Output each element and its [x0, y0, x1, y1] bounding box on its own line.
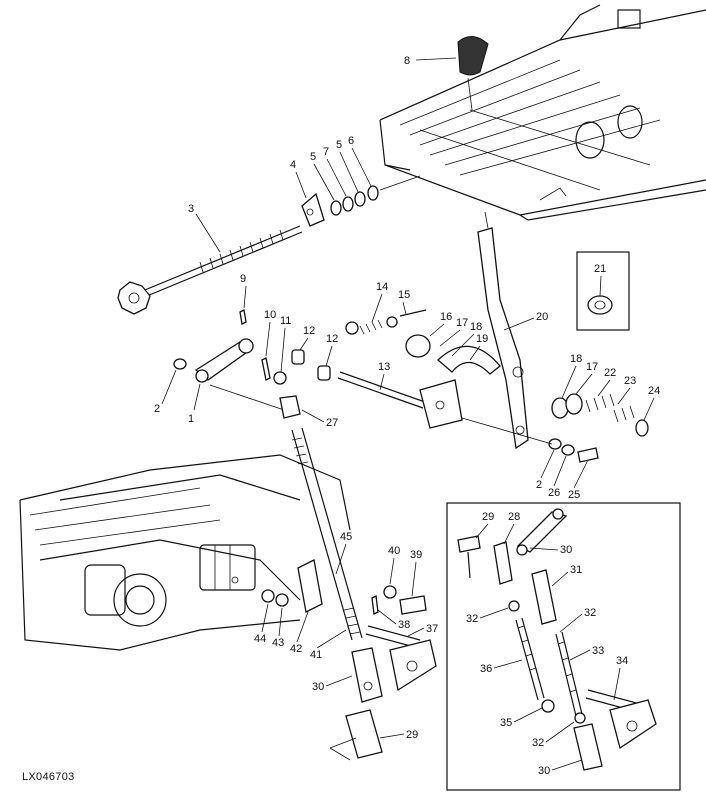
- callout-12a: 12: [303, 325, 315, 337]
- callout-12b: 12: [326, 333, 338, 345]
- callout-labels: 8 4 5 7 5 6 3 9 10 11 12 12 14 15 16 17 …: [154, 55, 660, 777]
- callout-41: 41: [310, 649, 322, 661]
- callout-38: 38: [398, 619, 410, 631]
- callout-25: 25: [568, 489, 580, 501]
- callout-40: 40: [388, 545, 400, 557]
- callout-13: 13: [378, 361, 390, 373]
- part-3-threaded-rod: [117, 225, 303, 315]
- callout-19: 19: [476, 333, 488, 345]
- parts-13-19-shaft: [337, 309, 501, 429]
- callout-17b: 17: [586, 361, 598, 373]
- callout-45: 45: [340, 531, 352, 543]
- callout-24: 24: [648, 385, 660, 397]
- callout-30b: 30: [560, 544, 572, 556]
- callout-16: 16: [440, 311, 452, 323]
- parts-29-44-lower: [261, 559, 437, 761]
- callout-28: 28: [508, 511, 520, 523]
- part-8-knob: [457, 36, 489, 111]
- parts-4-7-washers: [301, 175, 421, 227]
- callout-18b: 18: [570, 353, 582, 365]
- callout-30a: 30: [312, 681, 324, 693]
- callout-15: 15: [398, 289, 410, 301]
- part-20-lever: [477, 211, 529, 450]
- callout-32a: 32: [466, 613, 478, 625]
- callout-39: 39: [410, 549, 422, 561]
- callout-29b: 29: [482, 511, 494, 523]
- callout-3: 3: [188, 203, 194, 215]
- callout-37: 37: [426, 623, 438, 635]
- callout-2a: 2: [154, 403, 160, 415]
- callout-43: 43: [272, 637, 284, 649]
- part-27-45-rod: [279, 395, 363, 641]
- callout-6: 6: [348, 135, 354, 147]
- callout-21: 21: [594, 263, 606, 275]
- callout-5a: 5: [310, 151, 316, 163]
- figure-id: LX046703: [22, 771, 75, 783]
- callout-22: 22: [604, 367, 616, 379]
- callout-17a: 17: [456, 317, 468, 329]
- callout-33: 33: [592, 645, 604, 657]
- callout-36: 36: [480, 663, 492, 675]
- callout-30c: 30: [538, 765, 550, 777]
- callout-42: 42: [290, 643, 302, 655]
- callout-11: 11: [280, 315, 291, 327]
- callout-26: 26: [548, 487, 560, 499]
- callout-4: 4: [290, 159, 296, 171]
- parts-1-12-linkage: [173, 309, 331, 413]
- callout-9: 9: [240, 273, 246, 285]
- parts-17-26-stack: [461, 393, 649, 463]
- callout-34: 34: [616, 655, 628, 667]
- part-21-inset: [576, 251, 630, 331]
- callout-1: 1: [188, 413, 194, 425]
- seat-platform: [379, 4, 706, 221]
- callout-35: 35: [500, 717, 512, 729]
- callout-32b: 32: [584, 607, 596, 619]
- callout-8: 8: [404, 55, 410, 67]
- callout-31: 31: [570, 564, 582, 576]
- callout-5b: 5: [336, 139, 342, 151]
- callout-18a: 18: [470, 321, 482, 333]
- callout-10: 10: [264, 309, 276, 321]
- callout-2b: 2: [536, 479, 542, 491]
- callout-27: 27: [326, 417, 338, 429]
- callout-20: 20: [536, 311, 548, 323]
- callout-23: 23: [624, 375, 636, 387]
- callout-44: 44: [254, 633, 266, 645]
- callout-32c: 32: [532, 737, 544, 749]
- callout-14: 14: [376, 281, 388, 293]
- callout-7: 7: [323, 146, 329, 158]
- callout-29a: 29: [406, 729, 418, 741]
- inset-box-28-36: [446, 502, 681, 791]
- tractor-housing: [19, 454, 351, 651]
